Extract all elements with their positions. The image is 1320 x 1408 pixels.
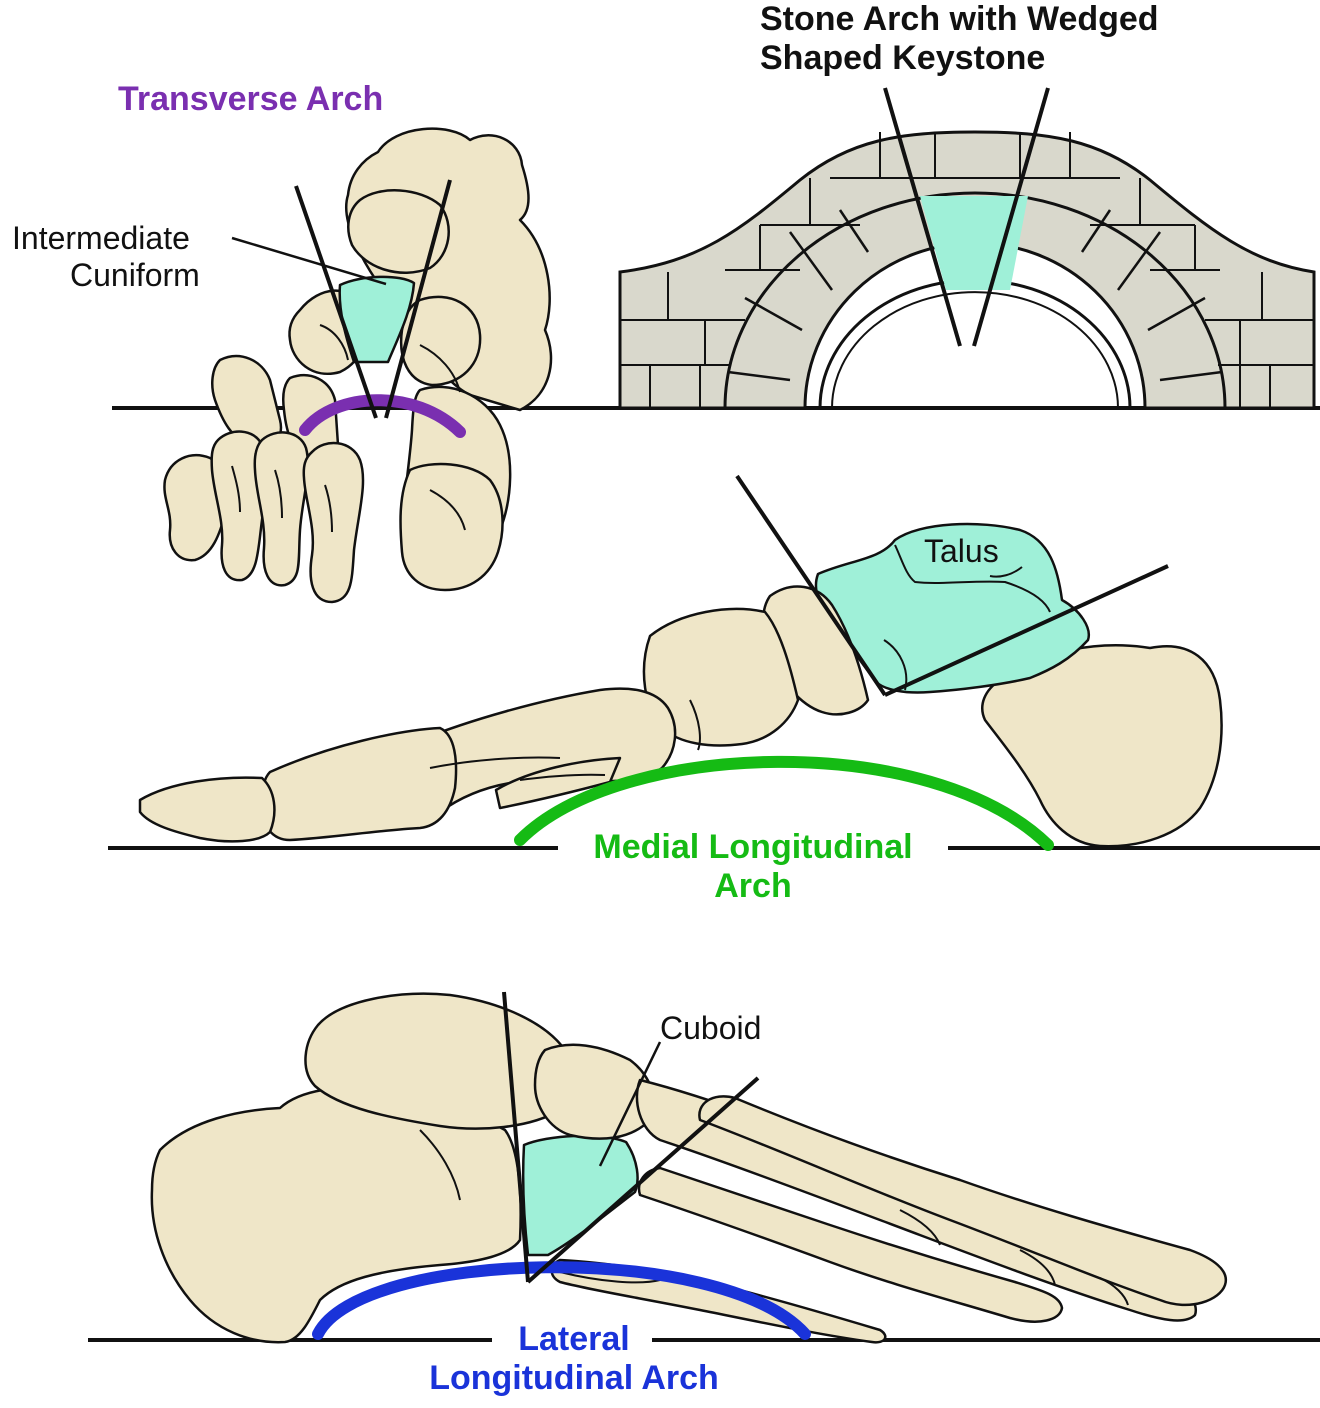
top-toe-big — [400, 464, 502, 590]
transverse-arch-label: Transverse Arch — [118, 80, 383, 119]
medial-arch-line-2: Arch — [593, 867, 912, 906]
lateral-arch-line-1: Lateral — [429, 1320, 719, 1359]
stone-arch-title: Stone Arch with Wedged Shaped Keystone — [760, 0, 1159, 78]
foot-top-view — [164, 129, 551, 602]
stone-arch — [620, 88, 1314, 408]
top-toe-2 — [304, 443, 363, 602]
medial-longitudinal-arch-label: Medial Longitudinal Arch — [593, 828, 912, 906]
medial-arch-line-1: Medial Longitudinal — [593, 828, 912, 867]
medial-metatarsal-2 — [262, 728, 456, 840]
stone-arch-title-line-1: Stone Arch with Wedged — [760, 0, 1159, 39]
stone-arch-title-line-2: Shaped Keystone — [760, 39, 1159, 78]
medial-phalanx — [140, 778, 274, 842]
intermediate-cuniform-line-1: Intermediate — [12, 220, 200, 257]
intermediate-cuniform-label: Intermediate Cuniform — [12, 220, 200, 294]
lateral-longitudinal-arch-label: Lateral Longitudinal Arch — [429, 1320, 719, 1398]
intermediate-cuniform-line-2: Cuniform — [12, 257, 200, 294]
talus-label: Talus — [924, 533, 999, 570]
lateral-arch-line-2: Longitudinal Arch — [429, 1359, 719, 1398]
foot-medial-view — [140, 476, 1222, 846]
cuboid-label: Cuboid — [660, 1010, 761, 1047]
